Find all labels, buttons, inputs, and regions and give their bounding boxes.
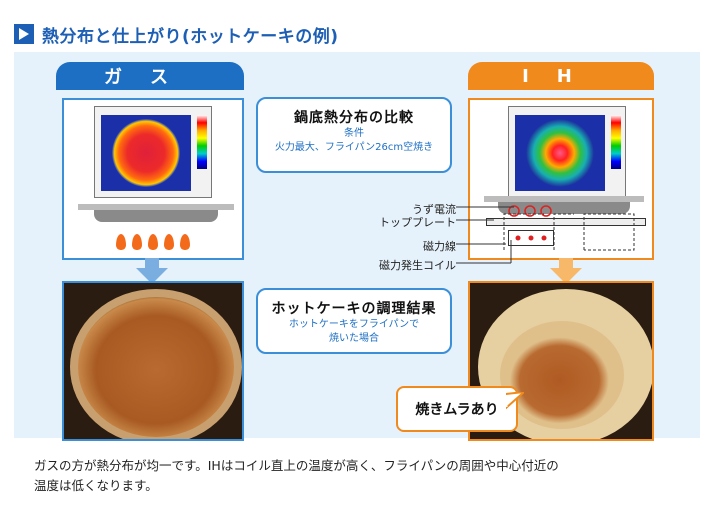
result-detail-2: 焼いた場合: [329, 333, 379, 344]
frying-pan: [94, 210, 218, 222]
flame-icon: [164, 234, 174, 250]
section-heading: 熱分布と仕上がり(ホットケーキの例): [14, 22, 339, 47]
label-magnetic-lines: 磁力線: [423, 240, 456, 253]
temperature-scale: [197, 115, 207, 169]
ih-thermal-screen: [508, 106, 626, 198]
gas-thermal-frame: [62, 98, 244, 260]
gas-thermal-screen: [94, 106, 212, 198]
uneven-baking-callout: 焼きムラあり: [396, 386, 518, 432]
ih-thermal-frame: [468, 98, 654, 260]
gas-thermal-image: [101, 115, 191, 191]
temperature-scale: [611, 115, 621, 169]
result-detail-1: ホットケーキをフライパンで: [288, 319, 420, 330]
cooking-result-box: ホットケーキの調理結果 ホットケーキをフライパンで 焼いた場合: [256, 288, 452, 354]
compare-condition-label: 条件: [344, 128, 364, 139]
heat-distribution-compare-box: 鍋底熱分布の比較 条件 火力最大、フライパン26cm空焼き: [256, 97, 452, 173]
label-top-plate: トッププレート: [379, 216, 456, 229]
caption-text: ガスの方が熱分布が均一です。IHはコイル直上の温度が高く、フライパンの周囲や中心…: [34, 456, 694, 496]
gas-pancake-photo: [62, 281, 244, 441]
flame-icon: [148, 234, 158, 250]
compare-condition-detail: 火力最大、フライパン26cm空焼き: [274, 142, 434, 153]
leader-lines: [456, 206, 514, 264]
down-arrow-icon: [550, 258, 582, 284]
eddy-current-icon: [508, 205, 552, 217]
down-arrow-icon: [136, 258, 168, 284]
ih-label: IH: [468, 62, 654, 90]
coil-dots-icon: [515, 235, 547, 241]
frying-pan-rim: [78, 204, 234, 210]
caption-line-1: ガスの方が熱分布が均一です。IHはコイル直上の温度が高く、フライパンの周囲や中心…: [34, 458, 559, 473]
ih-thermal-image: [515, 115, 605, 191]
compare-title: 鍋底熱分布の比較: [294, 110, 414, 126]
magnetic-field-lines: [503, 213, 635, 251]
frying-pan-rim: [484, 196, 644, 202]
flame-icon: [180, 234, 190, 250]
frying-pan: [498, 202, 630, 214]
top-plate: [486, 218, 646, 226]
callout-tail: [506, 392, 524, 410]
play-triangle-icon: [14, 24, 34, 44]
flame-icon: [132, 234, 142, 250]
section-title: 熱分布と仕上がり(ホットケーキの例): [42, 26, 339, 47]
gas-label: ガス: [56, 62, 244, 90]
label-magnetic-coil: 磁力発生コイル: [379, 259, 456, 272]
flame-icon: [116, 234, 126, 250]
caption-line-2: 温度は低くなります。: [34, 478, 158, 493]
result-title: ホットケーキの調理結果: [271, 301, 437, 317]
label-eddy-current: うず電流: [412, 203, 456, 216]
